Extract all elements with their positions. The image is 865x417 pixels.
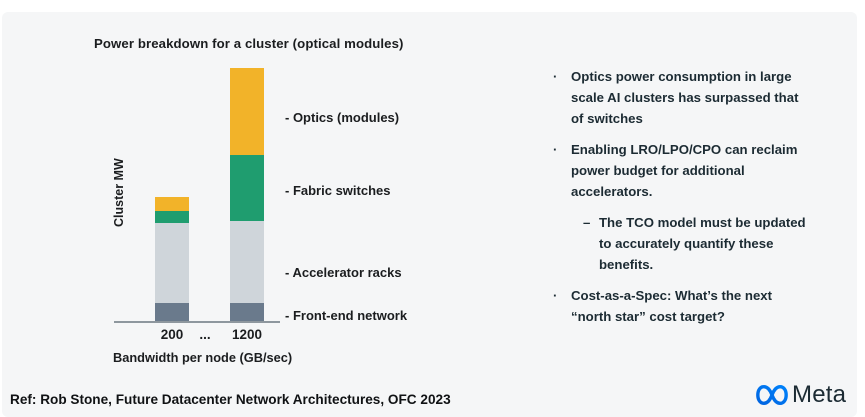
meta-wordmark: Meta <box>792 381 847 408</box>
bullet-list: · Optics power consumption in large scale… <box>550 66 812 337</box>
x-axis-line <box>114 321 280 323</box>
bar-segment-accelerator-racks <box>230 221 264 303</box>
bullet-text: The TCO model must be updated to accurat… <box>599 215 806 272</box>
slide-canvas: Power breakdown for a cluster (optical m… <box>2 12 857 417</box>
meta-infinity-icon <box>755 384 789 406</box>
bullet-item: · Optics power consumption in large scale… <box>550 66 812 129</box>
x-tick-label: 1200 <box>231 327 263 342</box>
bar-segment-front-end-network <box>155 303 189 321</box>
chart-title: Power breakdown for a cluster (optical m… <box>94 36 404 51</box>
bullet-text: Enabling LRO/LPO/CPO can reclaim power b… <box>571 142 798 199</box>
sub-bullet-item: –The TCO model must be updated to accura… <box>550 212 812 275</box>
legend-label: - Fabric switches <box>285 183 391 198</box>
meta-logo: Meta <box>755 381 846 409</box>
legend-label: - Optics (modules) <box>285 110 400 125</box>
plot-area <box>110 66 282 326</box>
bullet-text: Optics power consumption in large scale … <box>571 69 799 126</box>
bullet-marker: · <box>553 69 558 84</box>
bullet-item: · Enabling LRO/LPO/CPO can reclaim power … <box>550 139 812 202</box>
bullet-item: · Cost-as-a-Spec: What’s the next “north … <box>550 285 812 327</box>
bar-segment-optics-modules- <box>230 68 264 155</box>
bullet-marker: · <box>553 142 558 157</box>
x-tick-label: ... <box>199 327 211 342</box>
x-axis-title: Bandwidth per node (GB/sec) <box>113 350 293 365</box>
bullet-marker: – <box>583 215 591 230</box>
legend-label: - Front-end network <box>285 308 408 323</box>
legend-label: - Accelerator racks <box>285 265 402 280</box>
bullet-marker: · <box>553 288 558 303</box>
bar-segment-accelerator-racks <box>155 223 189 303</box>
bar-segment-fabric-switches <box>230 155 264 221</box>
x-tick-label: 200 <box>160 327 184 342</box>
bar-1200 <box>230 68 264 321</box>
x-axis-ticks: 200... 1200 <box>110 327 282 345</box>
bar-segment-optics-modules- <box>155 197 189 211</box>
bar-200 <box>155 197 189 321</box>
reference-text: Ref: Rob Stone, Future Datacenter Networ… <box>10 392 451 407</box>
bar-segment-fabric-switches <box>155 211 189 223</box>
bar-segment-front-end-network <box>230 303 264 321</box>
bullet-text: Cost-as-a-Spec: What’s the next “north s… <box>571 288 773 324</box>
